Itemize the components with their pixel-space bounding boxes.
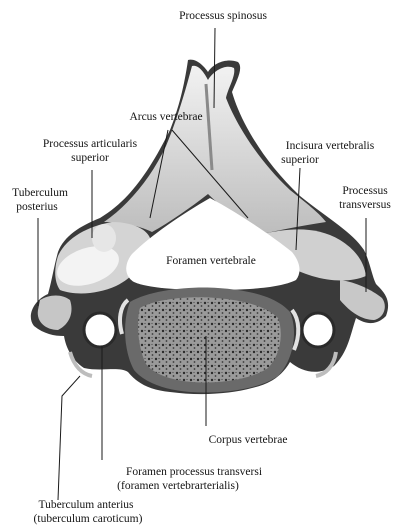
label-processus-spinosus: Processus spinosus bbox=[179, 10, 267, 22]
label-tuberculum-anterius-line1: Tuberculum anterius bbox=[38, 499, 134, 511]
vertebral-body bbox=[138, 297, 281, 382]
right-transverse-foramen bbox=[302, 313, 334, 347]
left-articular-knob bbox=[92, 224, 116, 252]
label-processus-transversus-line1: Processus bbox=[342, 185, 388, 197]
label-processus-articularis-line2: superior bbox=[71, 152, 109, 164]
label-foramen-transversi-line2: (foramen vertebrarterialis) bbox=[117, 480, 239, 492]
label-incisura-line1: Incisura vertebralis bbox=[286, 140, 375, 152]
label-foramen-vertebrale: Foramen vertebrale bbox=[166, 255, 256, 267]
label-processus-transversus-line2: transversus bbox=[339, 199, 391, 211]
label-tuberculum-posterius-line1: Tuberculum bbox=[12, 187, 68, 199]
label-tuberculum-anterius-line2: (tuberculum caroticum) bbox=[34, 513, 143, 525]
label-corpus-vertebrae: Corpus vertebrae bbox=[209, 434, 288, 446]
vertebra-drawing bbox=[31, 60, 388, 394]
label-foramen-transversi-line1: Foramen processus transversi bbox=[126, 466, 262, 478]
label-arcus-vertebrae: Arcus vertebrae bbox=[129, 111, 202, 123]
label-processus-articularis-line1: Processus articularis bbox=[43, 138, 138, 150]
label-incisura-line2: superior bbox=[281, 154, 319, 166]
label-tuberculum-posterius-line2: posterius bbox=[16, 201, 58, 213]
left-transverse-foramen bbox=[84, 313, 116, 347]
leader-tuberculum-anterius bbox=[58, 376, 80, 500]
